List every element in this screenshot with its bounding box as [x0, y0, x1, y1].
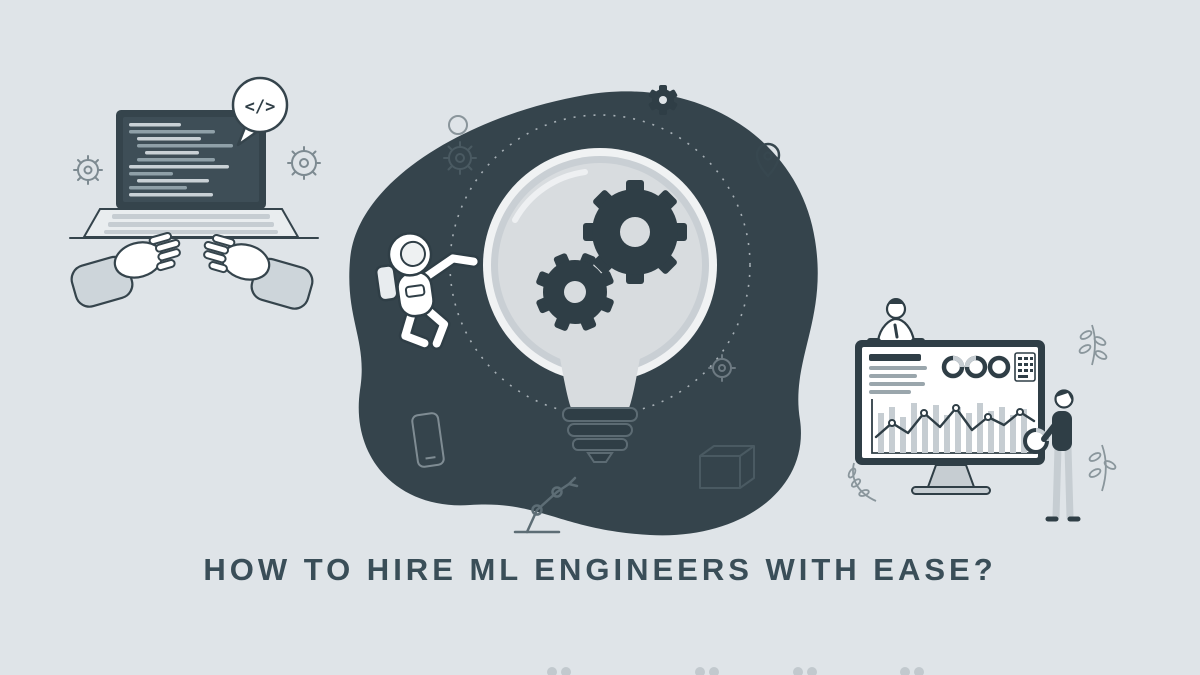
- keypad-widget: [1014, 352, 1036, 382]
- code-bubble: </>: [231, 76, 289, 147]
- gear-outline-light-icon: [708, 354, 736, 382]
- gear-dark-icon: [648, 85, 678, 115]
- location-pin-icon: [755, 142, 781, 178]
- monitor: [855, 340, 1045, 495]
- gear-large-icon: [583, 180, 687, 284]
- center-illustration: [349, 85, 818, 536]
- laptop-keyboard: [82, 208, 300, 238]
- leaf-branch-top-icon: [1078, 324, 1108, 366]
- right-hand: [203, 233, 314, 310]
- monitor-base: [911, 486, 991, 495]
- monitor-stand: [926, 464, 976, 488]
- hero-title: HOW TO HIRE ML ENGINEERS WITH EASE?: [203, 552, 997, 587]
- circle-outline-icon: [448, 115, 468, 135]
- dashboard-screen: [869, 352, 1036, 454]
- cube-wireframe-icon: [699, 445, 755, 489]
- gear-outline-left-icon: [73, 155, 103, 185]
- laurel-branch-icon: [847, 462, 877, 502]
- gear-outline-icon: [443, 141, 477, 175]
- gear-small-icon: [536, 253, 614, 331]
- donut-charts: [941, 355, 1011, 379]
- code-lines: [129, 123, 233, 197]
- leaf-branch-bottom-icon: [1088, 444, 1117, 492]
- ring-widget: [1023, 428, 1049, 454]
- bottom-edge-marks: [547, 667, 924, 675]
- phone-wireframe-icon: [411, 412, 445, 468]
- line-chart: [871, 399, 1036, 454]
- astronaut-icon: [374, 232, 481, 351]
- gear-outline-right-icon: [287, 146, 321, 180]
- robot-arm-icon: [513, 476, 579, 534]
- dashboard-illustration: [847, 298, 1117, 522]
- person-standing: [1041, 389, 1081, 522]
- bulb-base: [562, 407, 638, 463]
- person-on-monitor: [867, 298, 925, 344]
- code-bubble-icon: </>: [245, 97, 276, 117]
- left-hand: [70, 231, 181, 308]
- laptop-illustration: </>: [69, 76, 321, 310]
- laptop-screen: [116, 110, 266, 209]
